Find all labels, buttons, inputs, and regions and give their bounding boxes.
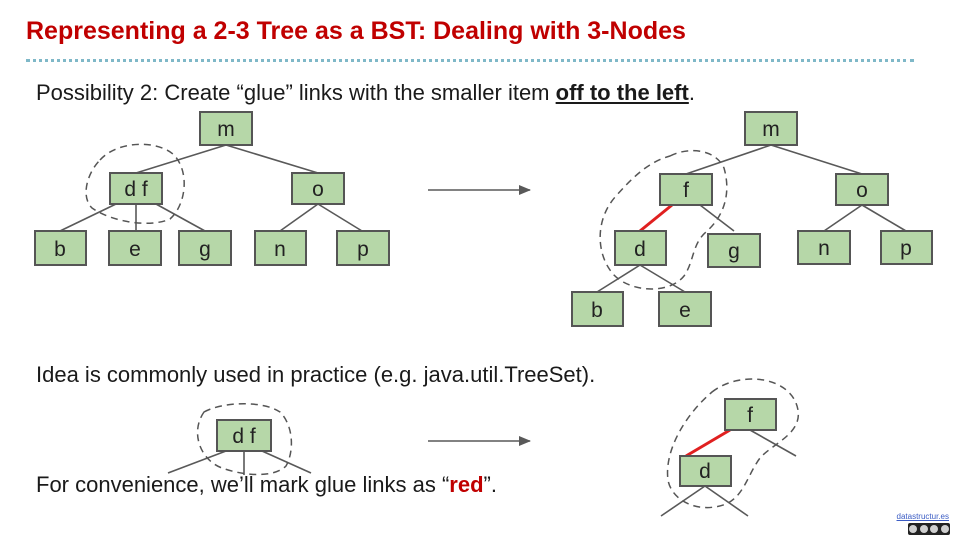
edge-o-p [317,203,363,232]
node-e-label: e [129,238,141,261]
node-p-label: p [357,238,369,261]
node-df-small: d f [216,419,272,452]
small-edge-d-right [704,485,749,517]
tree-bst: m f o d g n p b [571,111,933,327]
edge-m-f [685,144,772,175]
convenience-text-prefix: For convenience, we’ll mark glue links a… [36,472,450,497]
small-3node: d f [167,403,312,476]
node-n-bst-label: n [818,237,830,260]
node-g: g [178,230,232,266]
idea-text: Idea is commonly used in practice (e.g. … [36,362,596,387]
node-d-bst: d [614,230,667,266]
node-f-bst-label: f [683,179,689,202]
node-e: e [108,230,162,266]
dashed-glue-outline [599,149,728,290]
node-b-bst-label: b [591,299,603,322]
node-d-bst-label: d [634,238,646,261]
node-e-bst: e [658,291,712,327]
node-m-label: m [217,118,235,141]
node-e-bst-label: e [679,299,691,322]
small-edge-right [261,450,312,474]
tree-2-3: m d f o b e g n p [34,111,390,266]
edge-df-g [155,203,206,232]
node-g-label: g [199,238,211,261]
convenience-text-red-word: red [449,472,484,497]
possibility-text-prefix: Possibility 2: Create “glue” links with … [36,80,556,105]
dashed-3node-outline [85,143,185,224]
glue-link-f-d [639,203,673,233]
node-n-label: n [274,238,286,261]
edge-o-n [279,203,319,232]
datastructur-es-link[interactable]: datastructur.es [896,512,949,521]
node-p: p [336,230,390,266]
node-p-bst-label: p [900,237,912,260]
small-glue-link [685,428,731,458]
small-edge-left [167,450,227,474]
possibility-text-suffix: . [688,80,695,105]
edge-m-df [135,144,227,174]
node-d-small-label: d [699,460,711,483]
node-f-small-label: f [747,404,753,427]
node-n-bst: n [797,230,851,265]
node-m-bst-label: m [762,118,780,141]
node-o-label: o [312,178,324,201]
small-dashed-outline [196,403,293,476]
small-bst-dashed-outline [666,378,799,509]
node-m-bst: m [744,111,798,146]
node-df-small-label: d f [232,425,256,448]
possibility-text: Possibility 2: Create “glue” links with … [36,80,695,106]
node-f-bst: f [659,173,713,206]
edge-o-p-right [861,204,907,232]
dotted-divider [26,59,914,62]
node-df: d f [109,172,163,205]
cc-by-nc-sa-icon [908,523,950,535]
node-d-small: d [679,455,732,487]
node-o-bst: o [835,173,889,206]
edge-m-o [225,144,319,174]
convenience-text: For convenience, we’ll mark glue links a… [36,472,497,498]
node-g-bst-label: g [728,240,740,263]
edge-f-g [699,204,735,232]
edge-o-n-right [823,204,863,232]
node-o-bst-label: o [856,179,868,202]
node-n: n [254,230,307,266]
node-df-label: d f [124,178,148,201]
node-b: b [34,230,87,266]
node-g-bst: g [707,233,761,268]
small-bst: f d [660,378,799,517]
node-f-small: f [724,398,777,431]
node-b-bst: b [571,291,624,327]
edge-df-b [59,203,117,232]
node-o: o [291,172,345,205]
small-edge-f-right [749,429,797,457]
edge-m-o-right [770,144,863,175]
node-m: m [199,111,253,146]
slide-title: Representing a 2-3 Tree as a BST: Dealin… [26,17,686,45]
node-b-label: b [54,238,66,261]
possibility-text-emphasis: off to the left [555,80,689,105]
node-p-bst: p [880,230,933,265]
edge-d-e [639,264,686,293]
convenience-text-suffix: ”. [483,472,497,497]
